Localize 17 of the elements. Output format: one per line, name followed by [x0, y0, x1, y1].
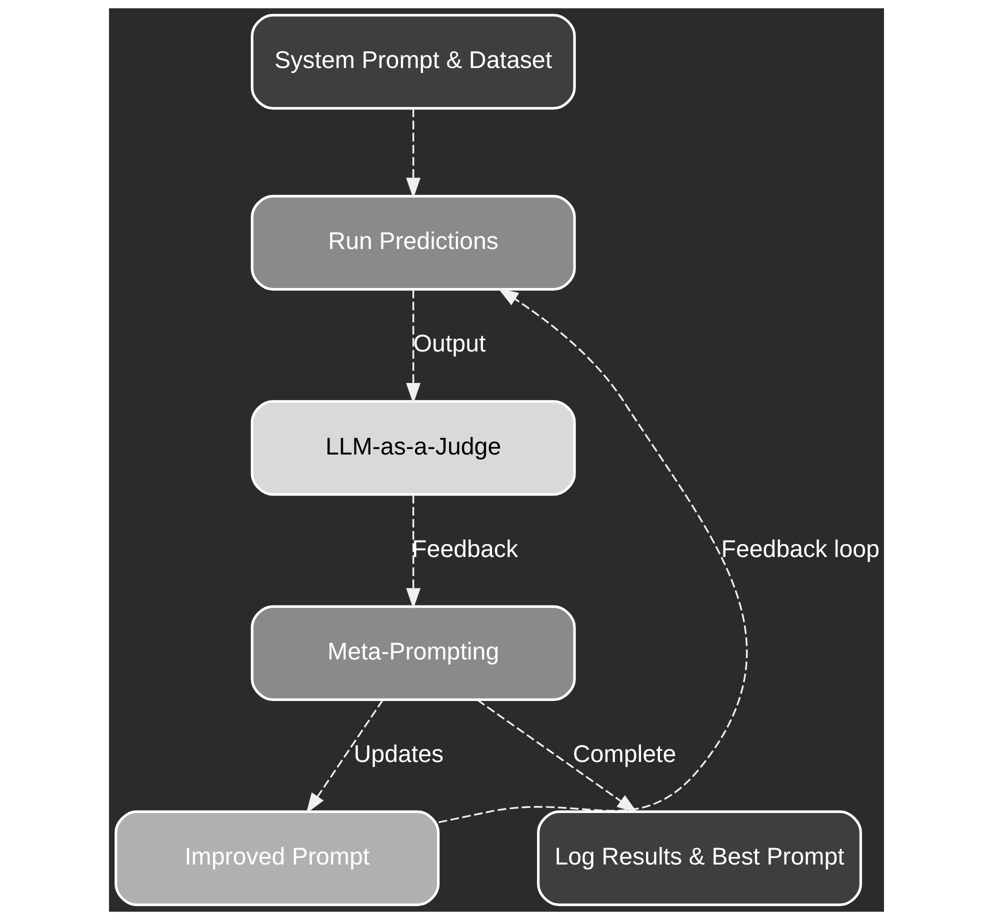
- edge-label: Output: [413, 330, 486, 358]
- node-box: Log Results & Best Prompt: [537, 810, 862, 906]
- arrow: [406, 290, 421, 404]
- arrow: [406, 108, 421, 198]
- edge-label: Feedback: [412, 536, 518, 563]
- arrow: [438, 288, 748, 824]
- node-box: Improved Prompt: [114, 810, 440, 906]
- node-box: Meta-Prompting: [250, 605, 576, 701]
- arrow: [406, 494, 421, 609]
- node-box: Run Predictions: [250, 194, 576, 291]
- edge-label: Updates: [354, 741, 444, 768]
- edge-label: Complete: [572, 741, 676, 768]
- arrow: [306, 700, 384, 814]
- arrow: [477, 699, 638, 813]
- node-box: LLM-as-a-Judge: [250, 400, 576, 496]
- edge-label: Feedback loop: [721, 536, 880, 563]
- node-box: System Prompt & Dataset: [250, 14, 576, 110]
